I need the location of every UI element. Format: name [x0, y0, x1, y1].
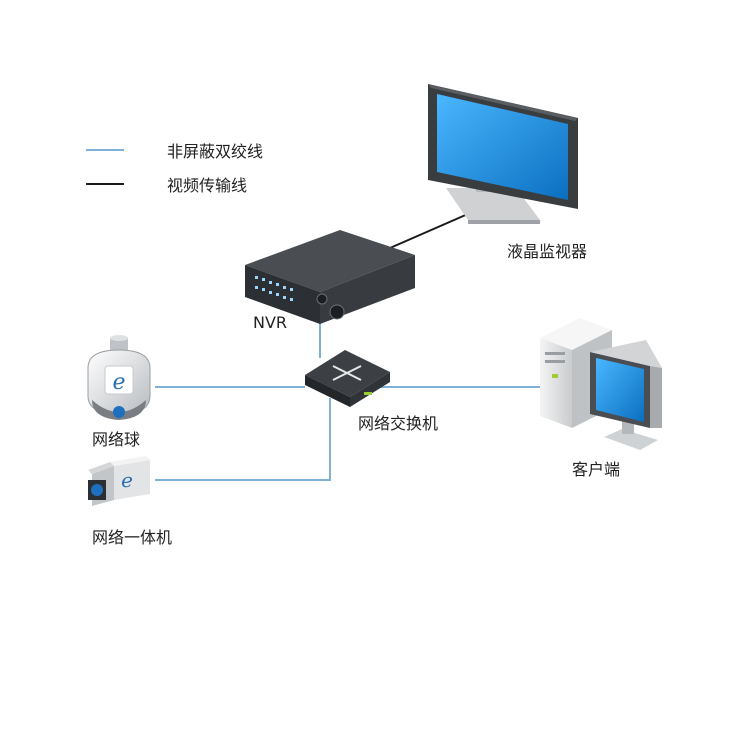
legend-utp-label: 非屏蔽双绞线: [167, 142, 264, 161]
dome-camera-icon: e: [87, 335, 151, 420]
switch-icon: [305, 350, 390, 407]
four-arrows-icon: [332, 365, 362, 381]
monitor-label: 液晶监视器: [507, 242, 588, 261]
utp-line-box-switch: [155, 398, 331, 481]
nvr-icon: [245, 230, 415, 324]
ie-logo-icon: e: [121, 468, 133, 492]
monitor-icon: [428, 84, 578, 224]
box-camera-icon: e: [88, 456, 150, 506]
switch-label: 网络交换机: [358, 414, 439, 433]
box-camera-label: 网络一体机: [92, 528, 173, 547]
dome-camera-label: 网络球: [92, 430, 141, 449]
nvr-label: NVR: [253, 313, 288, 332]
video-line-nvr-monitor: [389, 209, 478, 249]
legend-video-label: 视频传输线: [167, 176, 248, 195]
client-computer-icon: [540, 318, 662, 450]
client-label: 客户端: [572, 460, 621, 479]
ie-logo-icon: e: [112, 370, 125, 395]
